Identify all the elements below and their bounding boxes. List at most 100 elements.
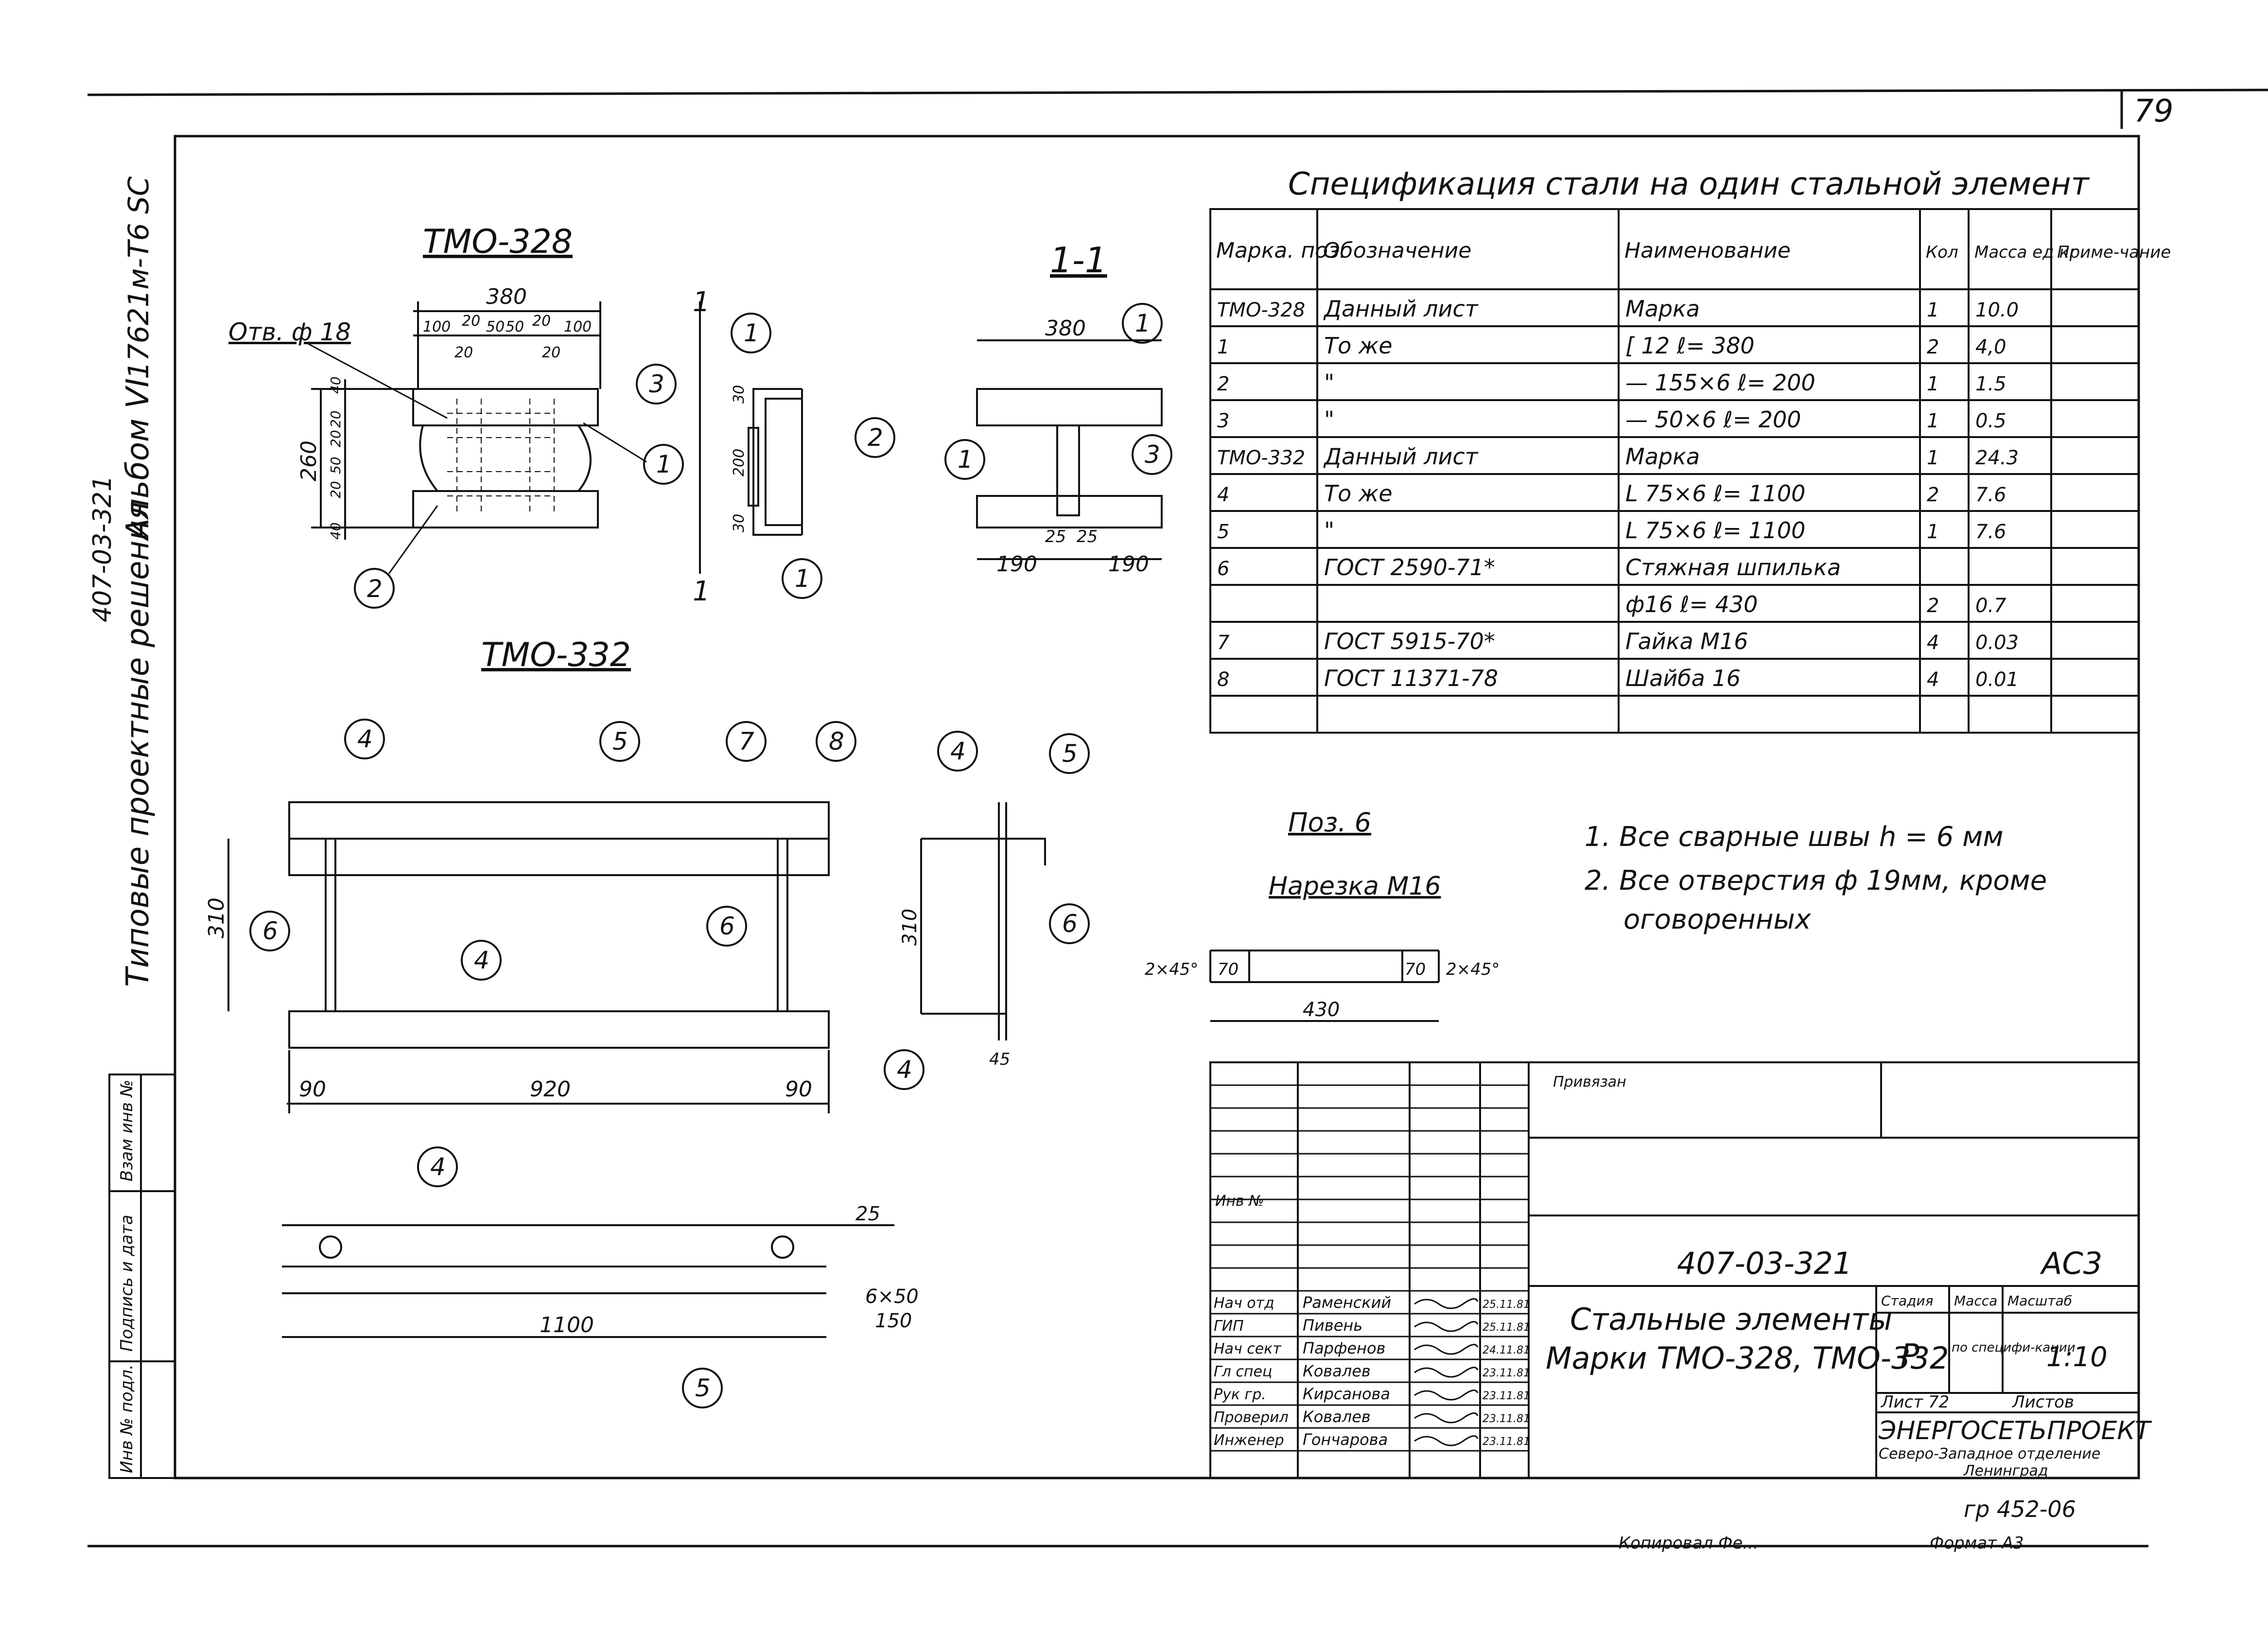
spec-cell: Данный лист <box>1323 296 1479 322</box>
spec-cell: L 75×6 ℓ= 1100 <box>1625 517 1805 544</box>
archive-number: гр 452-06 <box>1964 1496 2076 1522</box>
spec-cell: ГОСТ 5915-70* <box>1324 628 1495 654</box>
s11-dim-2: 25 <box>1077 527 1098 546</box>
spec-cell: 7.6 <box>1975 484 2006 506</box>
spec-cell: 4 <box>1927 669 1939 691</box>
tb-name-1: Стальные элементы <box>1570 1302 1892 1337</box>
spec-cell: ГОСТ 2590-71* <box>1324 554 1495 581</box>
note-2: 2. Все отверстия ф 19мм, кроме <box>1585 865 2047 897</box>
spec-cell: 8 <box>1217 669 1229 691</box>
s11-dim-1: 25 <box>1045 527 1066 546</box>
plan-dim-b: 150 <box>875 1310 912 1332</box>
tb-person-signature <box>1414 1298 1479 1309</box>
view-pos-6: Поз. 6 Нарезка М16 430 70 70 2×45° 2×45° <box>1145 807 1500 1022</box>
tmo332-title: ТМО-332 <box>481 636 631 674</box>
tb-person-name: Ковалев <box>1303 1408 1371 1426</box>
tb-code: 407-03-321 <box>1677 1246 1852 1281</box>
tb-scale-label: Масштаб <box>2007 1293 2072 1309</box>
pos6-total: 430 <box>1303 999 1340 1021</box>
side-dim-3: 30 <box>731 514 748 532</box>
tb-person-signature <box>1414 1344 1479 1355</box>
plan-dim-a: 6×50 <box>865 1285 919 1308</box>
tb-person-name: Парфенов <box>1303 1339 1385 1357</box>
plan-length: 1100 <box>540 1313 594 1338</box>
tb-person-role: ГИП <box>1214 1318 1244 1335</box>
s11-callout-1: 1 <box>1135 309 1151 337</box>
spec-cell: — 155×6 ℓ= 200 <box>1625 370 1815 396</box>
tb-person-signature <box>1414 1412 1479 1424</box>
tb-org-city: Ленинград <box>1963 1462 2048 1479</box>
tmo328-vert-dim-4: 50 <box>328 457 344 474</box>
tmo332-dim-1: 90 <box>299 1077 326 1102</box>
spec-cell: 1 <box>1927 410 1939 432</box>
tmo332-callout-7: 7 <box>739 727 754 756</box>
side-callout-4: 1 <box>795 564 810 593</box>
section-title: 1-1 <box>1050 240 1107 281</box>
tb-person-role: Проверил <box>1214 1409 1289 1426</box>
sheet-frame <box>87 88 2268 1548</box>
view-side: 1 1 30 200 30 1 2 3 1 <box>636 286 895 607</box>
tb-sheets: Листов <box>2011 1392 2074 1412</box>
section-mark-bottom: 1 <box>693 576 710 607</box>
spec-cell: ТМО-332 <box>1217 447 1305 469</box>
tb-person-signature <box>1414 1321 1479 1332</box>
tmo328-vert-dim-3: 20 <box>328 430 344 447</box>
s11-width: 380 <box>1045 316 1086 341</box>
tb-stage-label: Стадия <box>1881 1293 1933 1309</box>
s11-dim-3: 190 <box>996 552 1037 577</box>
spec-cell: 3 <box>1217 410 1229 432</box>
tb-stage: Р <box>1901 1338 1919 1374</box>
spec-cell: 2 <box>1217 373 1229 395</box>
tmo328-hole-dim-6: 100 <box>564 318 592 335</box>
album-title: Типовые проектные решения <box>120 501 156 987</box>
spec-table: Спецификация стали на один стальной элем… <box>1209 166 2171 734</box>
spec-cell: 0.03 <box>1975 632 2019 654</box>
spec-cell: Марка <box>1625 296 1700 322</box>
view-tmo-332-side: 310 45 4 5 6 4 <box>884 731 1090 1090</box>
spec-cell: Стяжная шпилька <box>1625 554 1841 581</box>
tb-person-role: Инженер <box>1214 1432 1284 1449</box>
spec-cell: 4 <box>1217 484 1229 506</box>
spec-cell: 4 <box>1927 632 1939 654</box>
notes: 1. Все сварные швы h = 6 мм 2. Все отвер… <box>1585 821 2047 935</box>
spec-cell: 1 <box>1927 299 1939 321</box>
tb-person-name: Гончарова <box>1303 1430 1388 1449</box>
s11-callout-2: 1 <box>958 445 973 474</box>
tmo332-side-height: 310 <box>899 909 921 946</box>
side-dim-1: 30 <box>731 385 748 404</box>
pos6-title: Поз. 6 <box>1288 807 1371 838</box>
tmo332-callout-6a: 6 <box>262 917 278 945</box>
tmo328-hole-dim-1: 100 <box>423 318 451 335</box>
plan-callout-5: 5 <box>695 1374 711 1402</box>
tb-mass-label: Масса <box>1954 1293 1997 1309</box>
spec-cell: 6 <box>1217 558 1229 580</box>
spec-header-cell: Наименование <box>1624 238 1791 263</box>
title-block: Привязан Инв № 407-03-321 АС3 Стальные э… <box>1209 1061 2152 1479</box>
sheet-format: Формат А3 <box>1930 1533 2024 1553</box>
spec-cell: " <box>1324 370 1334 396</box>
tb-person-role: Нач сект <box>1214 1340 1282 1357</box>
side332-callout-6: 6 <box>1062 910 1078 938</box>
tmo328-vert-dim-2: 20 <box>328 410 344 428</box>
plan-callout-4: 4 <box>430 1153 446 1181</box>
stamp-label-replace: Взам инв № <box>117 1080 137 1181</box>
spec-cell: 1 <box>1927 447 1939 469</box>
tb-person-name: Пивень <box>1303 1316 1362 1335</box>
spec-cell: L 75×6 ℓ= 1100 <box>1625 480 1805 507</box>
tmo332-callout-4a: 4 <box>357 725 373 753</box>
tmo328-title: ТМО-328 <box>423 223 573 261</box>
note-2-cont: оговоренных <box>1623 904 1812 935</box>
tmo332-side-dim: 45 <box>989 1050 1010 1069</box>
stamp-label-signature: Подпись и дата <box>117 1215 137 1352</box>
tb-org: ЭНЕРГОСЕТЬПРОЕКТ <box>1878 1416 2152 1445</box>
spec-cell: 7.6 <box>1975 521 2006 543</box>
tb-person-role: Рук гр. <box>1214 1386 1266 1403</box>
spec-cell: ТМО-328 <box>1217 299 1305 321</box>
side332-callout-5: 5 <box>1062 739 1078 768</box>
tmo332-dim-3: 90 <box>785 1077 812 1102</box>
tmo332-dim-2: 920 <box>530 1077 571 1102</box>
tb-person-signature <box>1414 1390 1479 1401</box>
spec-cell: 4,0 <box>1975 336 2006 358</box>
tmo328-callout-2: 2 <box>367 575 383 603</box>
left-margin: Типовые проектные решения Альбом VI 1762… <box>88 176 176 1479</box>
